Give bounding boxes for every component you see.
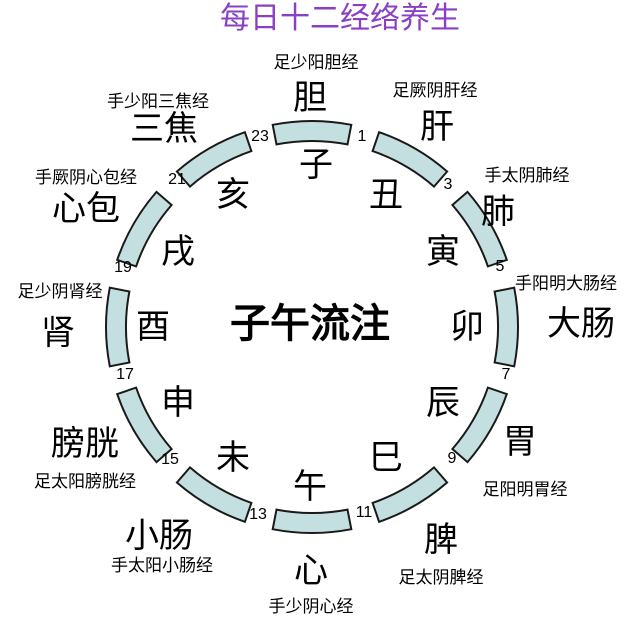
meridian-label: 足阳明胃经 [483,480,568,500]
hour-label: 3 [444,176,453,193]
hour-segment [493,286,519,368]
hour-label: 15 [161,451,179,468]
branch-label: 亥 [216,175,250,215]
hour-segment [175,130,253,189]
hour-segment [271,120,353,146]
diagram-title: 每日十二经络养生 [220,1,460,36]
branch-label: 子 [299,145,333,185]
branch-label: 申 [161,383,195,423]
meridian-label: 足少阳胆经 [274,53,359,73]
organ-label: 胆 [293,78,327,118]
hour-segments [105,120,519,534]
branch-label: 寅 [426,232,460,272]
organ-label: 肾 [41,313,75,353]
organ-label: 脾 [424,520,458,560]
hour-segment [371,130,449,189]
organ-label: 胃 [503,422,537,462]
branch-label: 未 [216,438,250,478]
hour-segment [450,386,509,464]
hour-label: 1 [358,128,367,145]
branch-label: 巳 [369,438,403,478]
meridian-label: 手少阳三焦经 [107,92,209,112]
meridian-label: 手阳明大肠经 [515,274,617,294]
hour-segment [115,190,174,268]
organ-label: 三焦 [130,109,198,149]
branch-label: 酉 [136,307,170,347]
hour-label: 5 [496,258,505,275]
hour-label: 23 [251,128,269,145]
meridian-label: 手厥阴心包经 [35,168,137,188]
meridian-label: 手少阴心经 [269,597,354,617]
meridian-label: 手太阴肺经 [485,166,570,186]
branch-label: 辰 [426,383,460,423]
branch-label: 丑 [369,175,403,215]
meridian-label: 手太阳小肠经 [111,556,213,576]
hour-label: 9 [448,450,457,467]
organ-label: 心包 [52,189,120,229]
organ-label: 心 [294,551,328,591]
organ-label: 小肠 [125,516,193,556]
organ-label: 大肠 [547,304,615,344]
meridian-label: 足太阴脾经 [399,568,484,588]
center-label: 子午流注 [230,301,390,347]
branch-label: 午 [293,467,327,507]
hour-label: 13 [249,506,267,523]
hour-segment [271,508,353,534]
hour-label: 7 [502,366,511,383]
hour-segment [450,190,509,268]
hour-segment [115,386,174,464]
organ-label: 肺 [481,192,515,232]
hour-label: 19 [114,259,132,276]
hour-label: 11 [356,504,373,521]
hour-label: 17 [116,366,134,383]
meridian-label: 足太阳膀胱经 [34,472,136,492]
organ-label: 肝 [420,107,454,147]
branch-label: 戌 [161,232,195,272]
organ-label: 膀胱 [51,424,119,464]
meridian-label: 足厥阴肝经 [393,81,478,101]
meridian-label: 足少阴肾经 [18,282,103,302]
hour-segment [175,465,253,524]
hour-segment [371,465,449,524]
hour-segment [105,286,131,368]
branch-label: 卯 [450,307,484,347]
hour-label: 21 [168,171,186,188]
